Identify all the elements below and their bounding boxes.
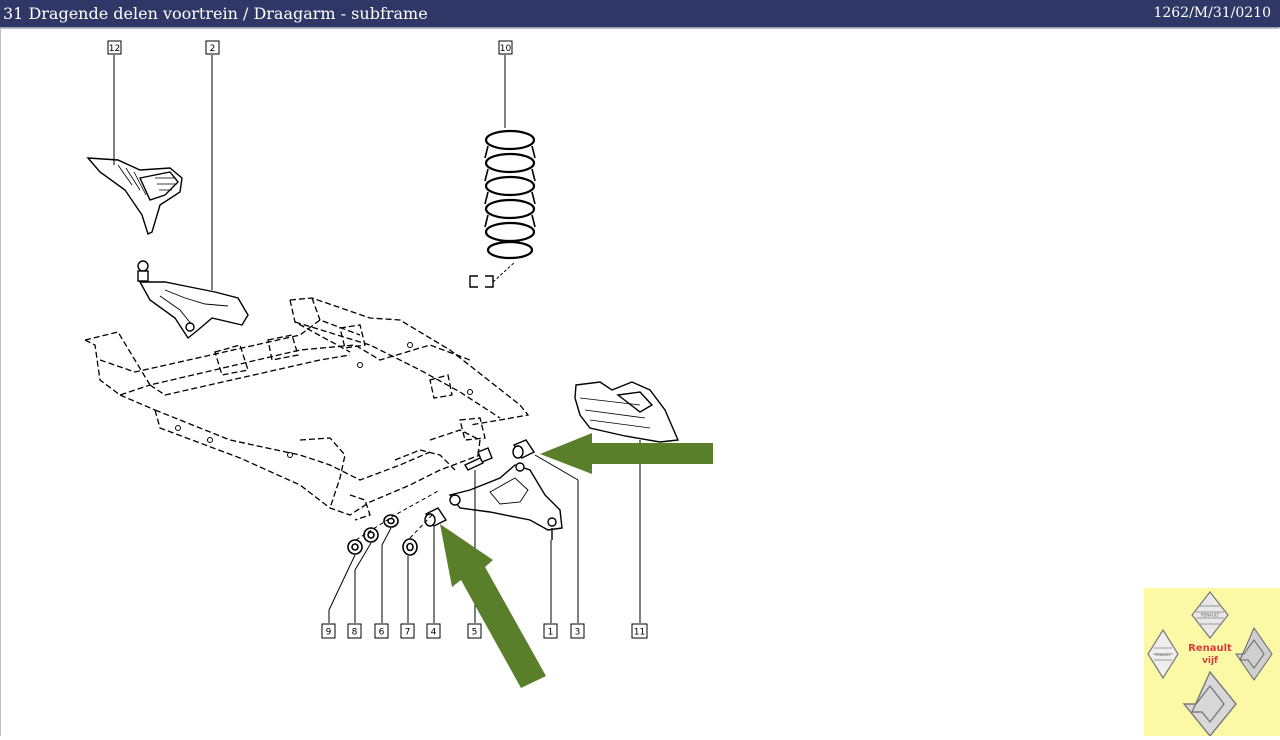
part-6-washer[interactable] <box>383 514 399 528</box>
renault-emblem-bottom-icon <box>1182 670 1237 738</box>
arrow-pointing-part-3 <box>540 433 713 474</box>
svg-text:8: 8 <box>352 628 358 638</box>
part-11-bracket[interactable] <box>574 381 680 443</box>
renault-vijf-logo-panel: RENAULT RENAULT Renault vijf <box>1144 588 1280 738</box>
part-4-bush[interactable] <box>424 507 448 527</box>
svg-text:11: 11 <box>634 628 645 638</box>
callout-11: 11 <box>631 623 648 639</box>
subframe[interactable] <box>84 297 530 521</box>
title-bar: 31 Dragende delen voortrein / Draagarm -… <box>0 0 1280 28</box>
svg-text:5: 5 <box>472 628 478 638</box>
svg-text:7: 7 <box>405 628 411 638</box>
part-1-lower-arm[interactable] <box>448 462 563 540</box>
callout-8: 8 <box>347 623 362 639</box>
callout-2: 2 <box>205 40 220 55</box>
subframe-holes <box>175 342 473 458</box>
svg-text:6: 6 <box>379 628 385 638</box>
part-12-bracket[interactable] <box>86 157 183 235</box>
callout-12: 12 <box>107 40 122 55</box>
callout-10: 10 <box>498 40 513 55</box>
arrow-pointing-part-4 <box>440 524 546 688</box>
diagram-code: 1262/M/31/0210 <box>1153 5 1271 21</box>
spring-seat-marker <box>469 261 516 288</box>
part-7-washer[interactable] <box>402 538 418 556</box>
callout-3: 3 <box>570 623 585 639</box>
svg-text:9: 9 <box>326 628 332 638</box>
callout-7: 7 <box>400 623 415 639</box>
callout-5: 5 <box>467 623 482 639</box>
svg-text:4: 4 <box>431 628 437 638</box>
svg-text:1: 1 <box>548 628 554 638</box>
part-9-nut[interactable] <box>347 539 363 555</box>
renault-emblem-left-icon: RENAULT <box>1147 628 1179 680</box>
svg-text:RENAULT: RENAULT <box>1201 613 1220 618</box>
callout-4: 4 <box>426 623 441 639</box>
part-8-washer[interactable] <box>363 527 379 543</box>
logo-text-vijf: vijf <box>1202 656 1218 666</box>
logo-text-renault: Renault <box>1188 643 1232 654</box>
svg-text:RENAULT: RENAULT <box>1155 653 1172 657</box>
page-title: 31 Dragende delen voortrein / Draagarm -… <box>3 4 428 23</box>
renault-emblem-top-icon: RENAULT <box>1191 591 1229 639</box>
renault-emblem-right-icon <box>1235 626 1273 681</box>
leader-lines-small-parts <box>328 489 441 623</box>
svg-text:2: 2 <box>210 44 216 54</box>
callout-6: 6 <box>374 623 389 639</box>
svg-text:10: 10 <box>500 44 512 54</box>
part-3-bush[interactable] <box>512 439 536 459</box>
part-5-bolt[interactable] <box>464 447 493 471</box>
renault-logo-icon: RENAULT RENAULT Renault vijf <box>1147 591 1273 738</box>
svg-text:3: 3 <box>575 628 581 638</box>
callout-9: 9 <box>321 623 336 639</box>
callout-1: 1 <box>543 623 558 639</box>
svg-text:12: 12 <box>109 44 120 54</box>
part-10-coil-spring[interactable] <box>484 129 536 260</box>
part-2-wishbone[interactable] <box>137 260 249 340</box>
